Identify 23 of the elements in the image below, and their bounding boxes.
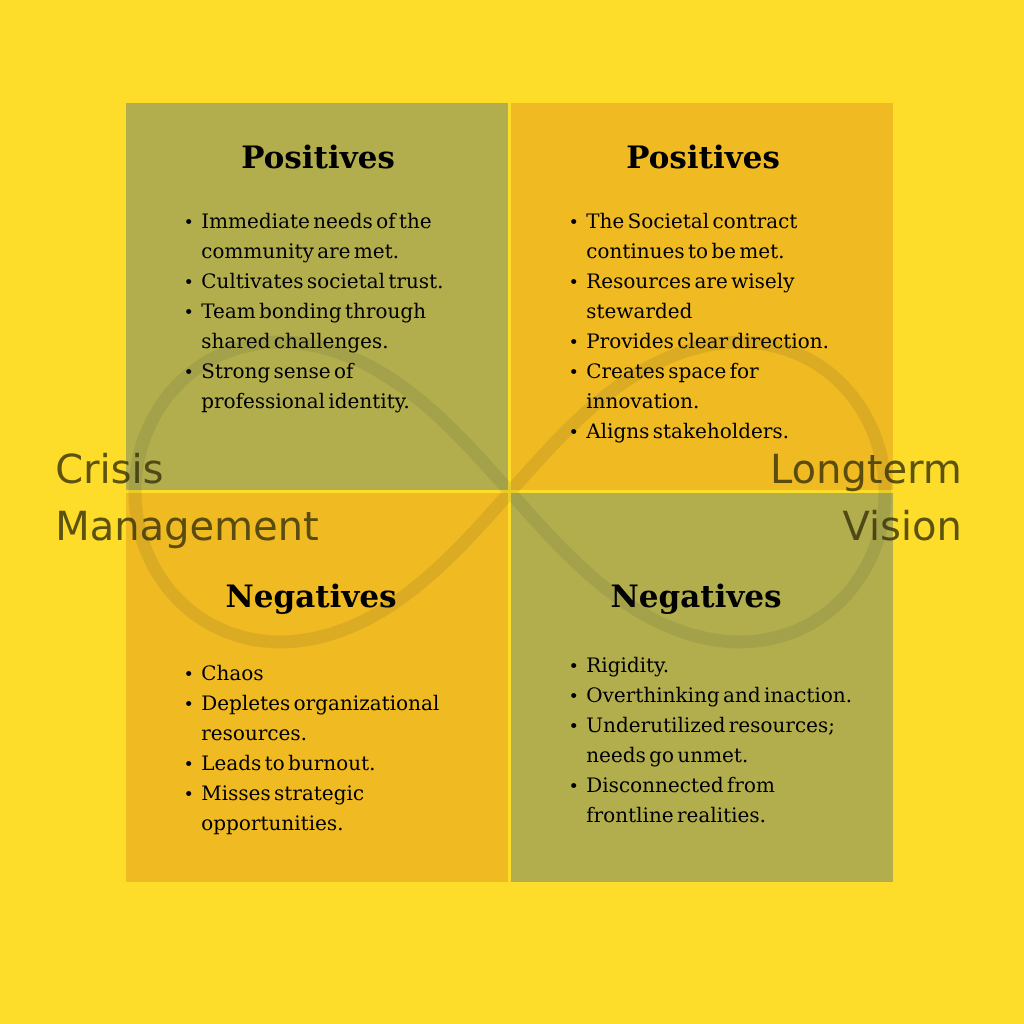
list-item-text: Underutilized resources; needs go unmet.	[586, 716, 833, 767]
list-item-text: Team bonding through shared challenges.	[201, 302, 426, 353]
list-item-text: Disconnected from frontline realities.	[586, 776, 775, 823]
list-item-text: Strong sense of professional identity.	[201, 362, 408, 413]
list-item-text: Creates space for innovation.	[586, 362, 759, 409]
list-item-text: The Societal contract continues to be met.	[586, 212, 798, 259]
list-item-text: Immediate needs of the community are met.	[202, 212, 431, 263]
quadrant-heading: Positives	[242, 144, 394, 169]
list-item-text: Resources are wisely stewarded	[587, 272, 795, 319]
side-label: Longterm Vision	[773, 453, 959, 541]
list-item-text: Cultivates societal trust.	[202, 272, 442, 289]
quadrant-heading: Positives	[627, 144, 779, 169]
list-item-text: Chaos	[202, 664, 263, 681]
list-item-text: Provides clear direction.	[587, 332, 828, 349]
list-item-text: Rigidity.	[587, 656, 668, 677]
list-item-text: Leads to burnout.	[202, 754, 374, 771]
quadrant-heading: Negatives	[611, 583, 781, 614]
list-item-text: Overthinking and inaction.	[587, 686, 851, 707]
list-item-text: Aligns stakeholders.	[586, 422, 788, 443]
side-label: Crisis Management	[57, 452, 318, 549]
list-item-text: Misses strategic opportunities.	[202, 785, 364, 835]
list-item-text: Depletes organizational resources.	[201, 694, 439, 741]
quadrant-heading: Negatives	[226, 583, 396, 614]
